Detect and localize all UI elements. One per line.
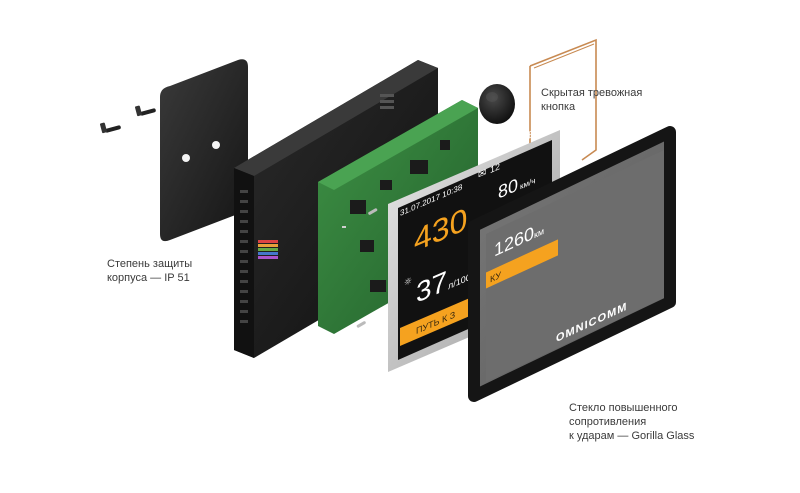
message-count: 12 (490, 160, 500, 175)
driver-icon: ● (520, 128, 528, 142)
route-bar-overlay (486, 239, 558, 289)
back-mounting-plate (160, 59, 248, 242)
distance-unit: км (534, 226, 544, 241)
screw-left-top (134, 105, 156, 117)
label-protection-class: Степень защиты корпуса — IP 51 (107, 258, 193, 284)
label-gorilla-glass: Стекло повышенного сопротивления к удара… (569, 402, 695, 442)
screw-left-bottom (99, 122, 121, 134)
fuel-consumption-icon: ☼ (404, 275, 412, 289)
ribbon-cable (258, 240, 278, 259)
pcb-screw-lower (356, 321, 366, 328)
pcb-screw (368, 208, 378, 215)
speed-value: 80 (498, 174, 518, 203)
route-bar-overlay-text: КУ (490, 269, 502, 285)
message-icon: ✉ (478, 166, 486, 181)
hidden-alarm-button (479, 84, 515, 124)
label-hidden-alarm-button: Скрытая тревожная кнопка (541, 87, 643, 113)
front-glass-panel (468, 126, 676, 402)
